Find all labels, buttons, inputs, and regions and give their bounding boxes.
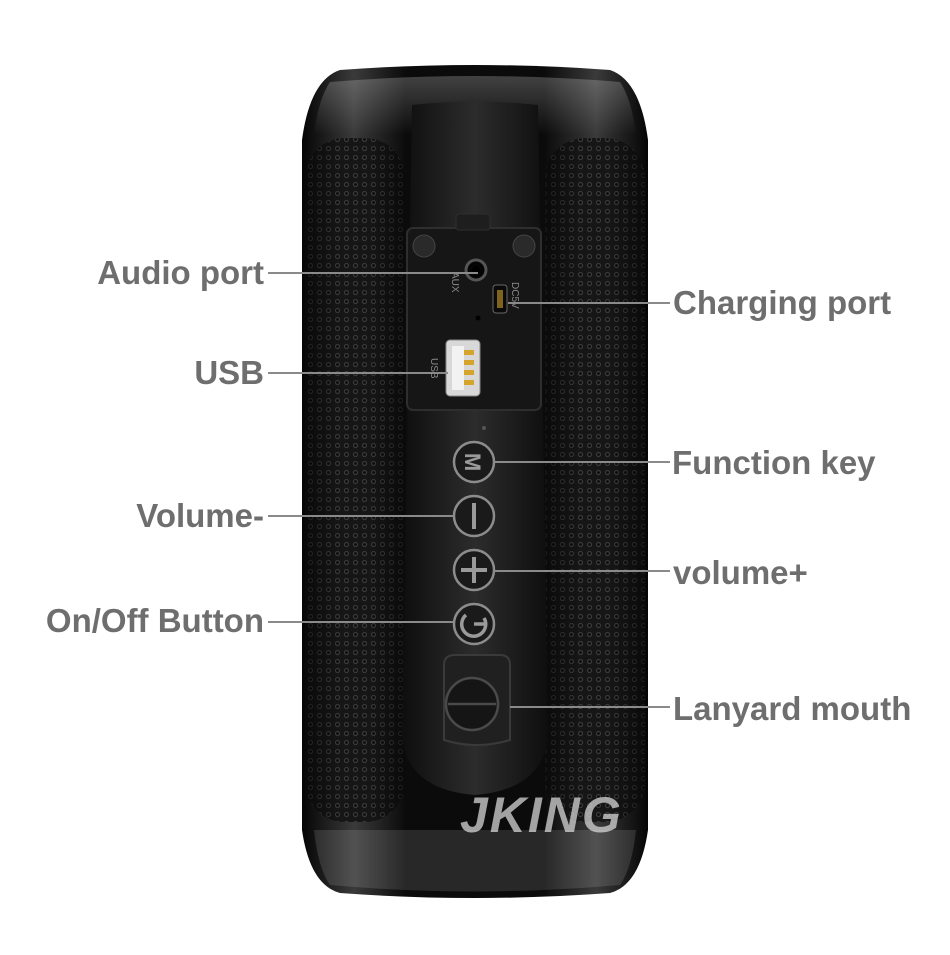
lanyard-mouth (443, 654, 511, 746)
aux-port-label: AUX (449, 272, 460, 293)
leader-function-key (494, 461, 670, 463)
leader-on-off (268, 621, 454, 623)
leader-usb (268, 372, 448, 374)
screw-right (512, 234, 536, 258)
screw-left (412, 234, 436, 258)
leader-volume-plus (494, 570, 670, 572)
volume-plus-label: volume+ (673, 554, 808, 591)
power-button[interactable] (452, 602, 496, 646)
volume-minus-label: Volume- (136, 497, 264, 534)
mode-glyph: M (460, 453, 485, 471)
lanyard-mouth-label: Lanyard mouth (673, 690, 912, 727)
usb-label: USB (194, 354, 264, 391)
charging-port-label: Charging port (673, 284, 892, 321)
function-key-label: Function key (672, 444, 876, 481)
usb-port-label: USB (428, 358, 439, 379)
indicator-led (482, 426, 486, 430)
volume-minus-button[interactable] (452, 494, 496, 538)
function-key-button[interactable]: M (452, 440, 496, 484)
leader-lanyard (510, 706, 670, 708)
brand-watermark: JKING (460, 787, 623, 843)
minus-icon (472, 503, 476, 529)
bottom-cap-highlight (314, 830, 636, 892)
power-icon (460, 613, 488, 638)
leader-audio-port (268, 272, 478, 274)
leader-volume-minus (268, 515, 454, 517)
dc5v-port-label: DC5V (509, 282, 520, 309)
leader-charging-port (508, 302, 670, 304)
audio-port-label: Audio port (97, 254, 264, 291)
volume-plus-button[interactable] (452, 548, 496, 592)
on-off-button-label: On/Off Button (45, 602, 264, 639)
